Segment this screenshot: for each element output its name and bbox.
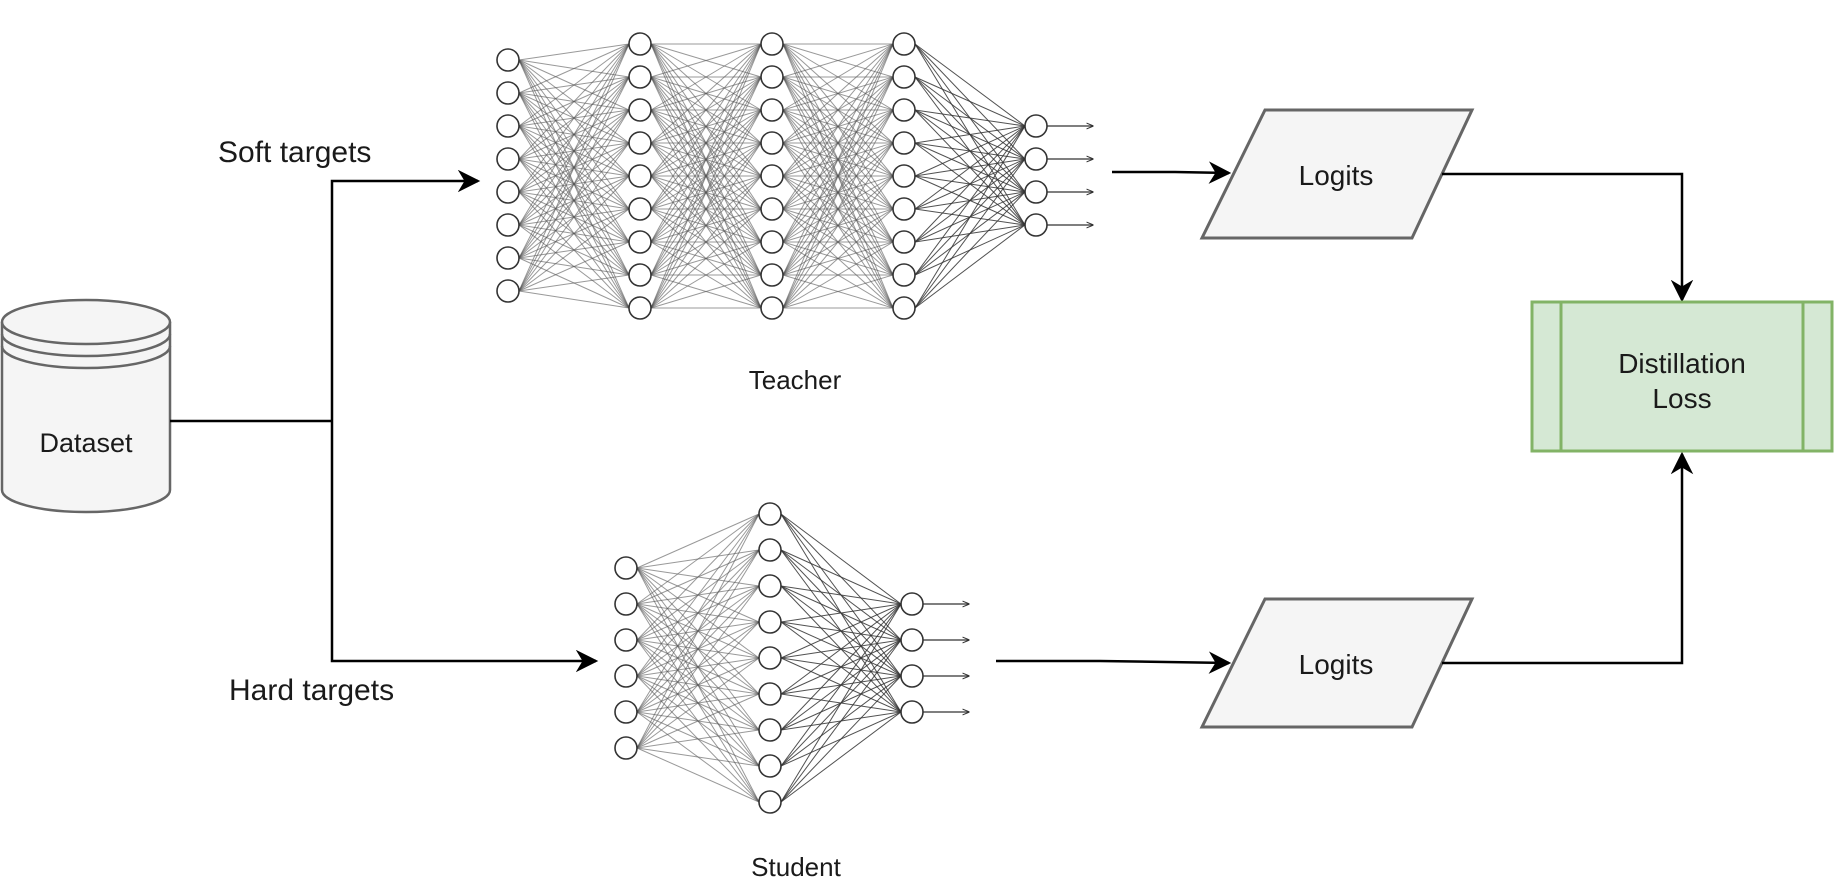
student-neuron: [758, 502, 782, 526]
teacher-neuron: [892, 98, 916, 122]
student-neuron: [614, 736, 638, 760]
student-logits-label: Logits: [1299, 649, 1374, 680]
student-neuron: [758, 682, 782, 706]
teacher-logits-label: Logits: [1299, 160, 1374, 191]
hard-targets-label: Hard targets: [229, 674, 394, 707]
teacher-neuron: [760, 98, 784, 122]
teacher-label: Teacher: [749, 365, 842, 395]
teacher-neuron: [496, 114, 520, 138]
student-neuron: [614, 628, 638, 652]
teacher-neuron: [760, 32, 784, 56]
teacher-neuron: [628, 131, 652, 155]
student-to-logits-arrow: [996, 651, 1232, 674]
student-label: Student: [751, 852, 841, 882]
student-neuron: [900, 700, 924, 724]
teacher-neuron: [628, 296, 652, 320]
teacher-neuron: [892, 164, 916, 188]
teacher-neuron: [628, 65, 652, 89]
teacher-neuron: [892, 263, 916, 287]
teacher-network: [496, 32, 1093, 320]
student-neuron: [758, 646, 782, 670]
student-logits-to-loss-arrow: [1442, 451, 1694, 665]
student-connections: [636, 513, 902, 803]
teacher-neuron: [496, 48, 520, 72]
teacher-neuron: [760, 197, 784, 221]
student-neuron: [758, 574, 782, 598]
teacher-neuron: [760, 131, 784, 155]
student-neuron: [758, 754, 782, 778]
student-neuron: [900, 664, 924, 688]
teacher-neuron: [628, 98, 652, 122]
teacher-neuron: [892, 32, 916, 56]
teacher-to-logits-arrow: [1112, 161, 1232, 184]
teacher-neuron: [892, 296, 916, 320]
teacher-neuron: [760, 230, 784, 254]
student-neuron: [614, 592, 638, 616]
teacher-neuron: [892, 65, 916, 89]
teacher-neuron: [1024, 180, 1048, 204]
teacher-connections: [518, 43, 1026, 309]
student-neuron: [758, 610, 782, 634]
student-network: [614, 502, 969, 814]
distillation-loss-box: Distillation Loss: [1530, 300, 1834, 453]
teacher-neuron: [760, 164, 784, 188]
teacher-neuron: [892, 197, 916, 221]
teacher-neuron: [1024, 213, 1048, 237]
student-logits-shape: Logits: [1199, 597, 1475, 729]
teacher-neuron: [628, 263, 652, 287]
teacher-neuron: [760, 65, 784, 89]
dataset-label: Dataset: [39, 428, 133, 458]
teacher-neuron: [496, 81, 520, 105]
student-neuron: [758, 790, 782, 814]
student-neuron: [614, 700, 638, 724]
loss-label-line1: Distillation: [1618, 348, 1746, 379]
teacher-neuron: [496, 147, 520, 171]
student-neuron: [758, 718, 782, 742]
teacher-neuron: [760, 296, 784, 320]
loss-label-line2: Loss: [1652, 383, 1711, 414]
dataset-cylinder: Dataset: [0, 298, 172, 514]
student-neuron: [614, 556, 638, 580]
student-neuron: [900, 628, 924, 652]
teacher-neuron: [496, 279, 520, 303]
teacher-neuron: [892, 131, 916, 155]
teacher-logits-to-loss-arrow: [1442, 172, 1694, 303]
teacher-neuron: [628, 32, 652, 56]
teacher-neuron: [628, 230, 652, 254]
teacher-neuron: [1024, 147, 1048, 171]
soft-targets-arrow: [330, 169, 481, 421]
dataset-connectors: [170, 169, 599, 673]
teacher-neuron: [496, 180, 520, 204]
teacher-logits-shape: Logits: [1199, 108, 1475, 240]
teacher-neuron: [628, 164, 652, 188]
student-neuron: [900, 592, 924, 616]
student-neuron: [614, 664, 638, 688]
teacher-neuron: [892, 230, 916, 254]
teacher-neuron: [1024, 114, 1048, 138]
student-neuron: [758, 538, 782, 562]
teacher-neuron: [496, 246, 520, 270]
teacher-neuron: [496, 213, 520, 237]
soft-targets-label: Soft targets: [218, 136, 371, 169]
teacher-neuron: [628, 197, 652, 221]
teacher-neuron: [760, 263, 784, 287]
hard-targets-arrow: [330, 421, 599, 673]
